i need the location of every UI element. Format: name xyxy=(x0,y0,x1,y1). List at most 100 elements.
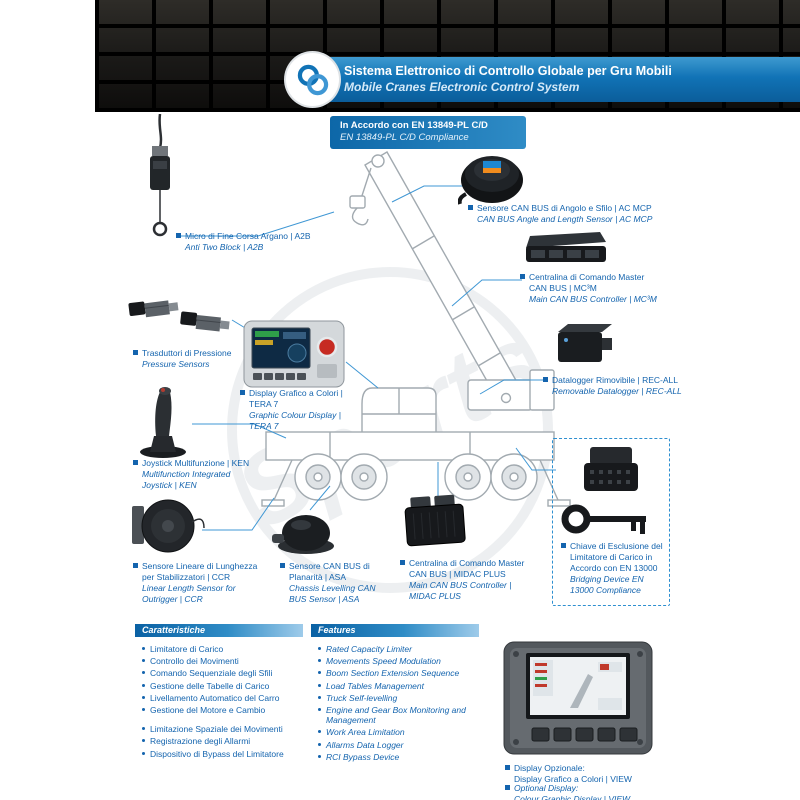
feature-item: Gestione delle Tabelle di Carico xyxy=(142,681,310,691)
feature-text: Livellamento Automatico del Carro xyxy=(150,692,280,703)
asa-sensor-photo xyxy=(272,504,336,558)
feature-item: Gestione del Motore e Cambio xyxy=(142,705,310,715)
label-ken-en: Multifunction Integrated Joystick | KEN xyxy=(142,469,231,491)
label-mc3m: Centralina di Comando Master CAN BUS | M… xyxy=(520,272,660,305)
bullet-square xyxy=(520,274,525,279)
label-view-it-title: Display Opzionale: xyxy=(514,763,585,773)
bullet-dot xyxy=(318,671,321,675)
label-pressure-it: Trasduttori di Pressione xyxy=(142,348,232,358)
bullet-dot xyxy=(318,707,321,711)
label-acmcp-it: Sensore CAN BUS di Angolo e Sfilo | AC M… xyxy=(477,203,652,213)
feature-text: Limitazione Spaziale dei Movimenti xyxy=(150,724,283,735)
bullet-dot xyxy=(142,751,145,755)
feature-text: Movements Speed Modulation xyxy=(326,656,441,667)
feature-item: Rated Capacity Limiter xyxy=(318,644,486,654)
callout-lines xyxy=(180,185,556,531)
bullet-square xyxy=(468,205,473,210)
bullet-square xyxy=(240,390,245,395)
bullet-dot xyxy=(142,707,145,711)
pressure-sensors-photo xyxy=(126,292,236,346)
bullet-square xyxy=(176,233,181,238)
bridging-device-box: Chiave di Esclusione del Limitatore di C… xyxy=(552,438,670,606)
crane-drawing xyxy=(261,151,571,507)
bullet-dot xyxy=(142,695,145,699)
label-a2b-it: Micro di Fine Corsa Argano | A2B xyxy=(185,231,311,241)
label-midac: Centralina di Comando Master CAN BUS | M… xyxy=(400,558,530,602)
feature-item: Livellamento Automatico del Carro xyxy=(142,693,310,703)
label-view-en-line: Colour Graphic Display | VIEW xyxy=(514,794,631,800)
feature-text: Truck Self-levelling xyxy=(326,692,398,703)
compliance-badge: In Accordo con EN 13849-PL C/D EN 13849-… xyxy=(330,116,526,149)
bullet-dot xyxy=(318,754,321,758)
wheels xyxy=(294,453,538,501)
feature-text: Allarms Data Logger xyxy=(326,739,404,750)
label-view-it-line: Display Grafico a Colori | VIEW xyxy=(514,774,632,785)
bullet-dot xyxy=(142,739,145,743)
feature-item: Controllo dei Movimenti xyxy=(142,656,310,666)
label-tera7-it: Display Grafico a Colori | TERA 7 xyxy=(249,388,343,410)
label-tera7: Display Grafico a Colori | TERA 7 Graphi… xyxy=(240,388,348,432)
label-acmcp-en: CAN BUS Angle and Length Sensor | AC MCP xyxy=(477,214,653,225)
features-title: Features xyxy=(318,625,356,635)
label-bridging-en: Bridging Device EN 13000 Compliance xyxy=(570,574,644,596)
bullet-dot xyxy=(142,659,145,663)
features-list-it: Limitatore di Carico Controllo dei Movim… xyxy=(142,644,310,761)
rings-logo-icon xyxy=(297,64,328,95)
title-banner: Sistema Elettronico di Controllo Globale… xyxy=(310,57,800,102)
feature-text: Rated Capacity Limiter xyxy=(326,644,412,654)
feature-text: Engine and Gear Box Monitoring and Manag… xyxy=(326,704,466,726)
label-recall-it: Datalogger Rimovibile | REC-ALL xyxy=(552,375,678,385)
label-tera7-en: Graphic Colour Display | TERA 7 xyxy=(249,410,341,432)
label-ccr-en: Linear Length Sensor for Outrigger | CCR xyxy=(142,583,236,605)
bullet-dot xyxy=(318,647,321,650)
feature-item: Work Area Limitation xyxy=(318,727,486,737)
outriggers xyxy=(273,459,559,501)
label-recall-en: Removable Datalogger | REC-ALL xyxy=(552,386,682,397)
bullet-square xyxy=(133,563,138,568)
bullet-dot xyxy=(318,683,321,687)
label-acmcp: Sensore CAN BUS di Angolo e Sfilo | AC M… xyxy=(468,203,663,225)
label-ccr: Sensore Lineare di Lunghezza per Stabili… xyxy=(133,561,258,605)
feature-item: Comando Sequenziale degli Sfili xyxy=(142,668,310,678)
crane-hook xyxy=(351,207,369,226)
label-mc3m-en: Main CAN BUS Controller | MC³M xyxy=(529,294,657,305)
feature-item: Dispositivo di Bypass del Limitatore xyxy=(142,749,310,759)
label-asa-it: Sensore CAN BUS di Planarità | ASA xyxy=(289,561,370,583)
joystick-photo xyxy=(136,382,190,460)
bullet-square xyxy=(280,563,285,568)
view-display-photo xyxy=(500,640,656,758)
compliance-line-it: In Accordo con EN 13849-PL C/D xyxy=(340,120,488,131)
label-a2b-en: Anti Two Block | A2B xyxy=(185,242,264,253)
bullet-dot xyxy=(318,742,321,746)
page-title: Sistema Elettronico di Controllo Globale… xyxy=(344,64,672,78)
label-pressure-en: Pressure Sensors xyxy=(142,359,210,370)
estop-button-icon xyxy=(316,336,338,358)
label-view-en-title: Optional Display: xyxy=(514,783,579,793)
label-view-it: Display Opzionale: Display Grafico a Col… xyxy=(505,763,670,785)
bullet-square xyxy=(400,560,405,565)
tera7-display-photo xyxy=(243,320,345,394)
label-pressure: Trasduttori di Pressione Pressure Sensor… xyxy=(133,348,258,370)
bullet-dot xyxy=(142,683,145,687)
bullet-dot xyxy=(318,695,321,699)
feature-text: RCI Bypass Device xyxy=(326,751,400,762)
label-ccr-it: Sensore Lineare di Lunghezza per Stabili… xyxy=(142,561,258,583)
label-asa-en: Chassis Levelling CAN BUS Sensor | ASA xyxy=(289,583,376,605)
acmcp-sensor-photo xyxy=(457,146,526,206)
caratteristiche-title: Caratteristiche xyxy=(142,625,206,635)
bullet-dot xyxy=(142,727,145,731)
brand-logo xyxy=(286,53,339,106)
label-bridging: Chiave di Esclusione del Limitatore di C… xyxy=(561,541,665,596)
feature-item: Movements Speed Modulation xyxy=(318,656,486,666)
feature-item: RCI Bypass Device xyxy=(318,752,486,762)
bullet-dot xyxy=(142,647,145,650)
feature-item: Boom Section Extension Sequence xyxy=(318,668,486,678)
crane-turret xyxy=(467,379,533,411)
bullet-square xyxy=(505,785,510,790)
feature-text: Registrazione degli Allarmi xyxy=(150,736,251,747)
bullet-dot xyxy=(318,730,321,734)
feature-text: Work Area Limitation xyxy=(326,727,405,738)
feature-text: Controllo dei Movimenti xyxy=(150,656,239,667)
